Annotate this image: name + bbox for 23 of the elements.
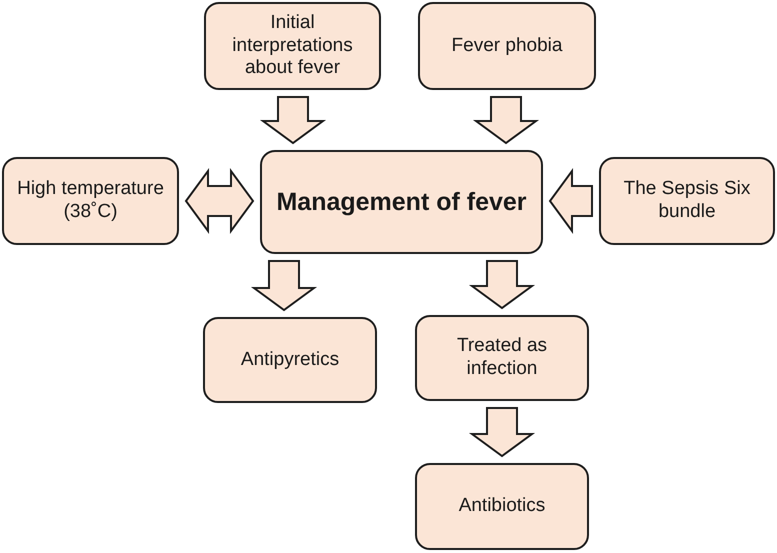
block-arrow xyxy=(548,168,593,234)
process-box xyxy=(260,150,543,254)
process-box xyxy=(204,2,381,90)
block-arrow xyxy=(260,96,326,144)
box-text: High temperature (38˚C) xyxy=(16,178,165,224)
box-text: Initial interpretations about fever xyxy=(231,12,354,80)
box-text: Management of fever xyxy=(276,187,527,217)
block-arrow xyxy=(468,260,536,310)
box-text: Treated as infection xyxy=(456,335,548,381)
box-text: Antibiotics xyxy=(458,495,546,518)
process-box xyxy=(203,317,377,403)
process-box xyxy=(418,2,596,90)
box-text: The Sepsis Six bundle xyxy=(622,178,752,224)
process-box xyxy=(415,463,589,550)
box-text: Antipyretics xyxy=(240,348,340,372)
box-text: Fever phobia xyxy=(452,34,562,58)
block-arrow xyxy=(184,168,254,234)
process-box xyxy=(2,157,179,245)
block-arrow xyxy=(468,407,536,458)
process-box xyxy=(415,315,589,401)
block-arrow xyxy=(472,96,540,144)
process-box xyxy=(599,157,775,245)
block-arrow xyxy=(250,260,318,312)
